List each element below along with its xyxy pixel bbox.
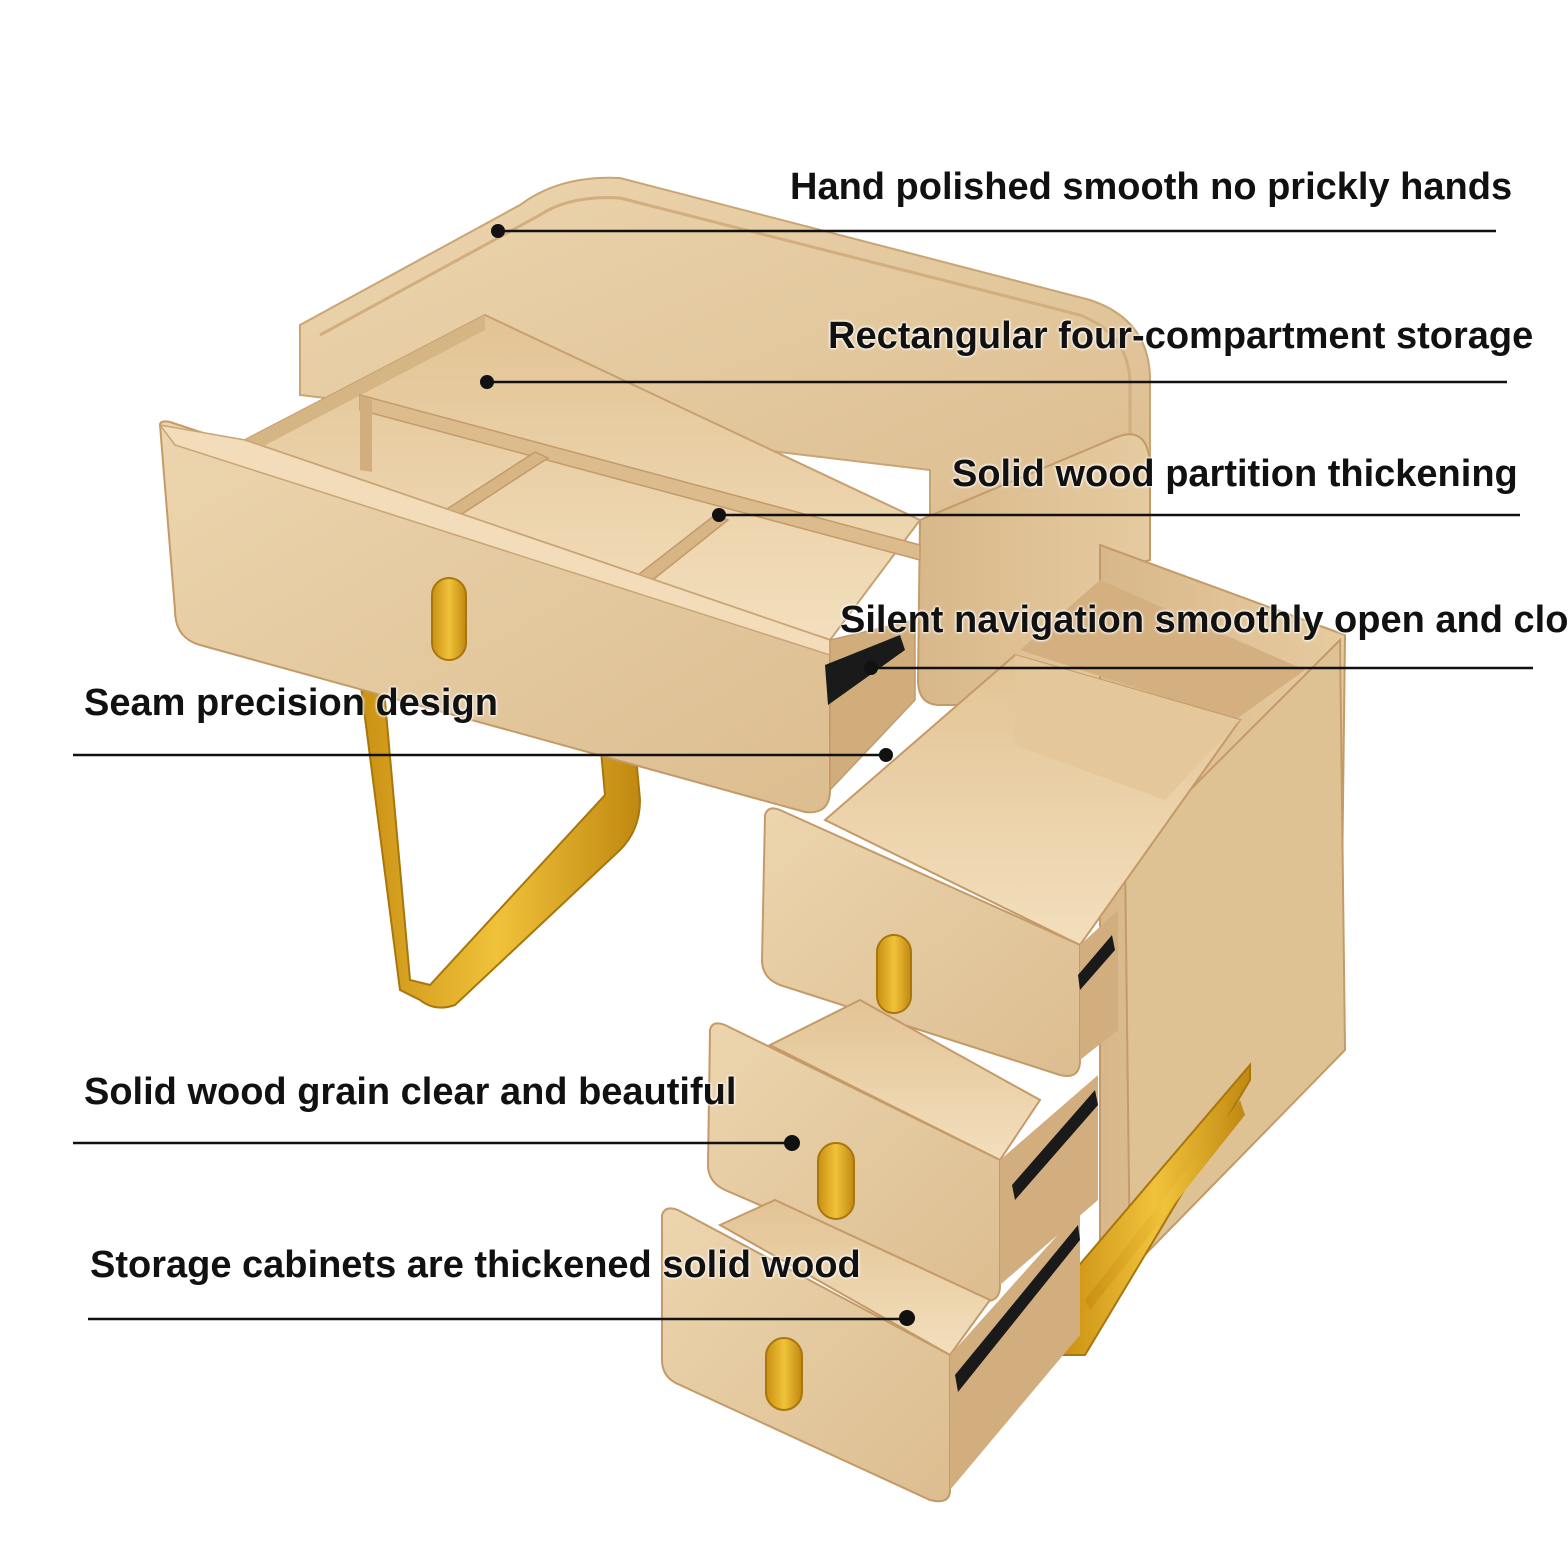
callout-leaders	[73, 224, 1533, 1326]
callout-four-compartment: Rectangular four-compartment storage	[828, 315, 1534, 357]
top-drawer	[158, 313, 922, 814]
cabinet-drawer-2	[706, 998, 1098, 1302]
callout-thickened-cabinet: Storage cabinets are thickened solid woo…	[90, 1244, 861, 1286]
leader-dot	[491, 224, 505, 238]
leader-dot	[712, 508, 726, 522]
leader-dot	[784, 1135, 800, 1151]
callout-seam-precision: Seam precision design	[84, 682, 498, 724]
leader-dot	[879, 748, 893, 762]
drawer-handle-icon	[817, 1142, 855, 1220]
drawer-handle-icon	[765, 1337, 803, 1411]
cabinet-drawer-3	[661, 1198, 1080, 1503]
callout-partition: Solid wood partition thickening	[952, 453, 1518, 495]
callout-hand-polished: Hand polished smooth no prickly hands	[790, 166, 1513, 208]
cabinet-drawer-1	[760, 653, 1242, 1077]
leader-dot	[864, 661, 878, 675]
drawer-handle-icon	[876, 934, 912, 1014]
leader-dot	[480, 375, 494, 389]
drawer-handle-icon	[431, 577, 467, 661]
desk-back-panel	[299, 176, 1151, 521]
callout-silent-slide: Silent navigation smoothly open and clos…	[840, 599, 1568, 641]
callout-wood-grain: Solid wood grain clear and beautiful	[84, 1071, 737, 1113]
leader-dot	[899, 1310, 915, 1326]
